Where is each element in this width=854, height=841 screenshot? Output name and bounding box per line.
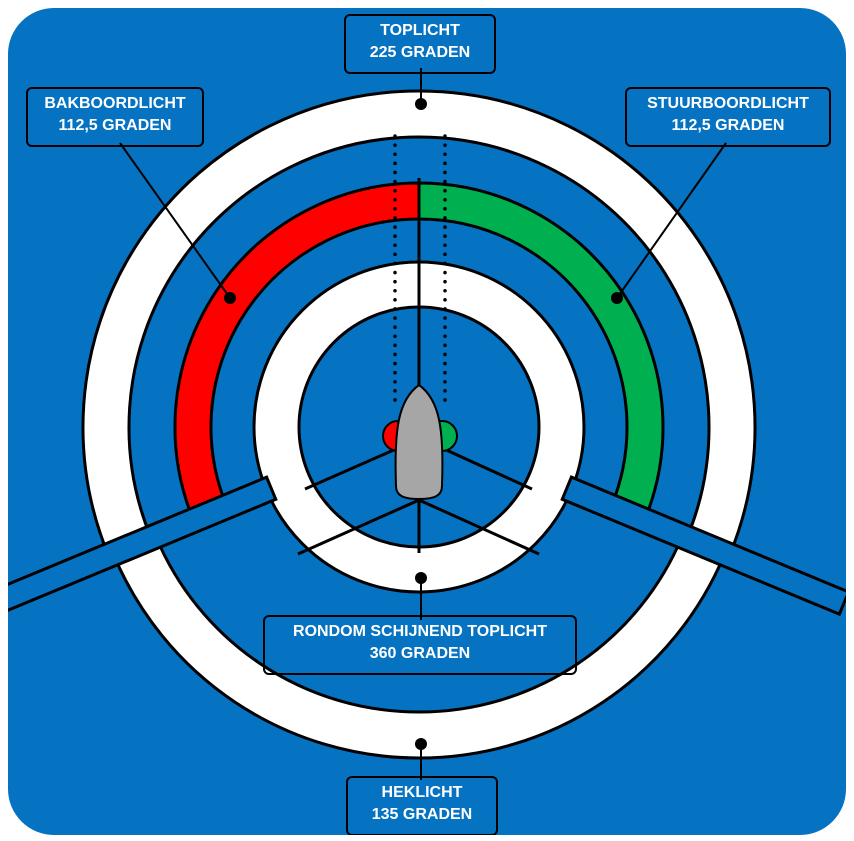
label-toplicht-name: TOPLICHT [380, 22, 460, 39]
stern-left-line [297, 498, 420, 556]
dot-toplicht [415, 98, 427, 110]
left-boundary-beam [8, 475, 278, 612]
starboard-inner-line [443, 447, 533, 491]
label-bakboordlicht: BAKBOORDLICHT 112,5 GRADEN [26, 87, 204, 147]
label-bakboordlicht-value: 112,5 GRADEN [58, 117, 172, 134]
label-bakboordlicht-name: BAKBOORDLICHT [44, 95, 186, 112]
masthead-dotted-guides [393, 134, 447, 410]
leader-bakboord [119, 142, 231, 299]
label-toplicht: TOPLICHT 225 GRADEN [344, 14, 496, 74]
right-boundary-beam [560, 475, 846, 617]
label-rondom-schijnend-toplicht: RONDOM SCHIJNEND TOPLICHT 360 GRADEN [263, 615, 577, 675]
label-heklicht: HEKLICHT 135 GRADEN [346, 776, 498, 835]
boat-icon [382, 383, 458, 501]
dot-rondom [415, 572, 427, 584]
label-toplicht-value: 225 GRADEN [369, 44, 471, 61]
label-stuurboordlicht-name: STUURBOORDLICHT [647, 95, 809, 112]
port-inner-line [304, 447, 397, 491]
leader-stuurboord [616, 142, 727, 299]
light-sector-diagram: TOPLICHT 225 GRADEN BAKBOORDLICHT 112,5 … [8, 8, 846, 835]
stern-right-line [418, 498, 540, 556]
label-leaders [119, 68, 727, 780]
dot-bakboord [224, 292, 236, 304]
label-rondom-name: RONDOM SCHIJNEND TOPLICHT [293, 623, 547, 640]
sector-boundaries [8, 266, 846, 617]
boat-hull [394, 383, 444, 501]
label-heklicht-value: 135 GRADEN [371, 806, 473, 823]
label-rondom-value: 360 GRADEN [369, 645, 471, 662]
label-heklicht-name: HEKLICHT [381, 784, 463, 801]
label-stuurboordlicht-value: 112,5 GRADEN [671, 117, 785, 134]
toplicht-sector-ring [81, 89, 757, 558]
dot-heklicht [415, 738, 427, 750]
label-stuurboordlicht: STUURBOORDLICHT 112,5 GRADEN [625, 87, 831, 147]
dot-stuurboord [611, 292, 623, 304]
